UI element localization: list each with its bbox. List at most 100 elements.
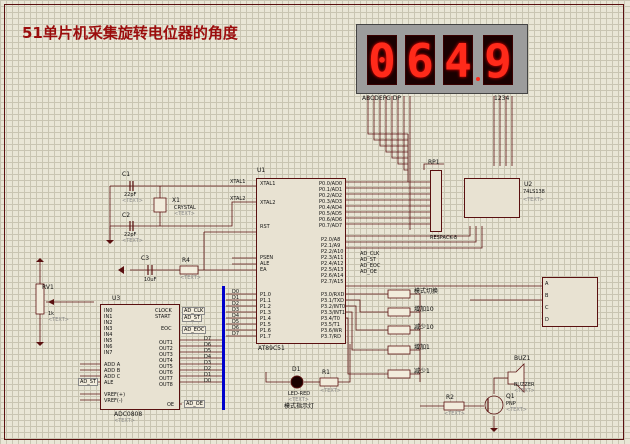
u1-pin-p03: P0.3/AD3 <box>319 199 343 205</box>
net-p1-d0: D0 <box>232 289 240 295</box>
button-add-1-label[interactable]: 增加1 <box>414 344 430 351</box>
c1-text: <TEXT> <box>122 198 143 204</box>
rv1-text: <TEXT> <box>48 317 69 323</box>
r1-ref: R1 <box>322 369 330 376</box>
u2-text: <TEXT> <box>523 197 544 203</box>
oscilloscope[interactable]: A B C D <box>542 277 598 327</box>
u1-part: AT89C51 <box>258 345 285 352</box>
u1-pin-p01: P0.1/AD1 <box>319 187 343 193</box>
u3-pin-addb: ADD B <box>104 368 121 374</box>
u3-pin-vref-minus: VREF(-) <box>104 398 123 404</box>
u1-pin-p23: P2.3/A11 <box>321 255 344 261</box>
r4-text: <TEXT> <box>180 275 201 281</box>
u1-pin-p25: P2.5/A13 <box>321 267 344 273</box>
u1-pin-ea: EA <box>260 267 267 273</box>
u3-pin-in2: IN2 <box>104 320 113 326</box>
u1-pin-p13: P1.3 <box>260 310 271 316</box>
u2-ref: U2 <box>524 181 533 188</box>
button-mode-switch-label[interactable]: 模式切换 <box>414 288 439 295</box>
data-bus <box>222 286 225 410</box>
c3-ref: C3 <box>141 255 150 262</box>
display-digit-2: 6 <box>405 34 435 88</box>
u3-pin-in5: IN5 <box>104 338 113 344</box>
u1-pin-rst: RST <box>260 224 270 230</box>
display-digit-3: 4 <box>443 34 473 88</box>
rp1-ref: RP1 <box>428 159 440 166</box>
scope-channel-b: B <box>545 293 549 299</box>
u2-part: 74LS138 <box>523 189 545 195</box>
u1-ref: U1 <box>257 167 266 174</box>
u1-pin-p31: P3.1/TXD <box>321 298 344 304</box>
u3-out-d2: D2 <box>204 366 212 372</box>
button-sub-1-label[interactable]: 减少1 <box>414 368 430 375</box>
u3-text: <TEXT> <box>114 418 135 424</box>
net-p1-d4: D4 <box>232 313 240 319</box>
u2-chip[interactable] <box>464 178 520 218</box>
scope-channel-d: D <box>545 317 549 323</box>
display-segment-labels: ABCDEFG DP <box>362 95 401 102</box>
u3-pin-in3: IN3 <box>104 326 113 332</box>
u3-out-d7: D7 <box>204 336 212 342</box>
u1-pin-p14: P1.4 <box>260 316 271 322</box>
u3-pin-in0: IN0 <box>104 308 113 314</box>
d1-text: <TEXT> <box>288 397 309 403</box>
u1-pin-p36: P3.6/WR <box>321 328 343 334</box>
button-sub-10-label[interactable]: 减少10 <box>414 324 434 331</box>
x1-part: CRYSTAL <box>174 205 196 211</box>
d1-ref: D1 <box>292 366 301 373</box>
u3-pin-out2: OUT2 <box>159 346 173 352</box>
net-ad-oe: AD_OE <box>360 269 377 275</box>
page-title: 51单片机采集旋转电位器的角度 <box>22 24 238 42</box>
u3-pin-out1: OUT1 <box>159 340 173 346</box>
display-digit-1: 0 <box>367 34 397 88</box>
u1-pin-p20: P2.0/A8 <box>321 237 341 243</box>
u3-pin-out3: OUT3 <box>159 352 173 358</box>
net-ad-eoc: AD_EOC <box>360 263 381 269</box>
net-p1-d2: D2 <box>232 301 240 307</box>
c2-ref: C2 <box>122 212 131 219</box>
u3-chip[interactable]: IN0 IN1 IN2 IN3 IN4 IN5 IN6 IN7 ADD A AD… <box>100 304 180 410</box>
u3-pin-adda: ADD A <box>104 362 121 368</box>
u1-pin-p34: P3.4/T0 <box>321 316 340 322</box>
button-add-10-label[interactable]: 增加10 <box>414 306 434 313</box>
u3-out-d0: D0 <box>204 378 212 384</box>
u1-pin-p07: P0.7/AD7 <box>319 223 343 229</box>
u3-pin-ale: ALE <box>104 380 114 386</box>
d1-part: LED-RED <box>288 391 311 397</box>
u1-pin-p22: P2.2/A10 <box>321 249 344 255</box>
u3-net-ad-st: AD_ST <box>182 314 202 322</box>
u3-part: ADC0808 <box>114 411 143 418</box>
u3-out-d4: D4 <box>204 354 212 360</box>
rp1-resistor-pack[interactable] <box>430 170 442 232</box>
u1-pin-p11: P1.1 <box>260 298 271 304</box>
u3-pin-in1: IN1 <box>104 314 113 320</box>
sheet-border <box>4 4 624 440</box>
q1-ref: Q1 <box>506 393 515 400</box>
u1-pin-p24: P2.4/A12 <box>321 261 344 267</box>
r2-ref: R2 <box>446 394 454 401</box>
u3-pin-out8: OUT8 <box>159 382 173 388</box>
net-xtal2: XTAL2 <box>230 196 246 202</box>
u1-pin-p33: P3.3/INT1 <box>321 310 346 316</box>
u1-pin-p06: P0.6/AD6 <box>319 217 343 223</box>
u1-pin-p12: P1.2 <box>260 304 271 310</box>
net-p1-d3: D3 <box>232 307 240 313</box>
u3-pin-oe: OE <box>167 402 175 408</box>
r4-ref: R4 <box>182 257 190 264</box>
u1-pin-psen: PSEN <box>260 255 274 261</box>
c3-value: 10uF <box>144 277 157 283</box>
u1-pin-p37: P3.7/RD <box>321 334 341 340</box>
u3-pin-in7: IN7 <box>104 350 113 356</box>
buz1-text: <TEXT> <box>514 388 535 394</box>
c1-value: 22pF <box>124 192 137 198</box>
buz1-ref: BUZ1 <box>514 355 531 362</box>
rv1-value: 1k <box>48 311 55 317</box>
c2-text: <TEXT> <box>122 238 143 244</box>
u1-pin-p27: P2.7/A15 <box>321 279 344 285</box>
u1-chip[interactable]: XTAL1 XTAL2 RST PSEN ALE EA P1.0 P1.1 P1… <box>256 178 346 344</box>
u3-pin-out5: OUT5 <box>159 364 173 370</box>
display-digit-4: 9 <box>483 34 513 88</box>
u3-pin-addc: ADD C <box>104 374 121 380</box>
net-xtal1: XTAL1 <box>230 179 246 185</box>
r1-text: <TEXT> <box>320 388 341 394</box>
